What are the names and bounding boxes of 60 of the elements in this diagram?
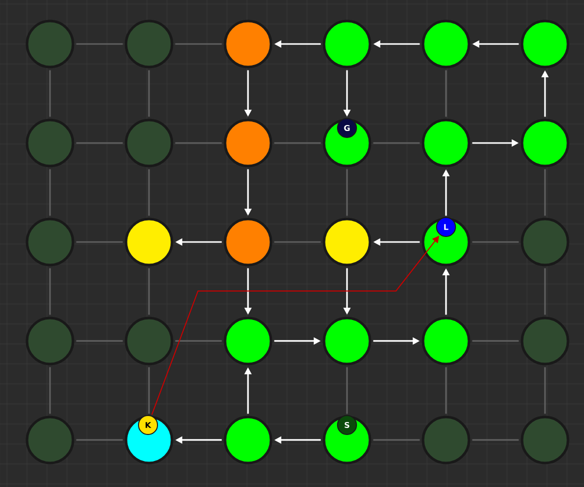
grid-circle xyxy=(520,316,570,366)
grid-circle xyxy=(224,316,272,366)
connector-line xyxy=(544,169,546,216)
grid-circle xyxy=(26,416,74,464)
grid-circle xyxy=(224,20,272,68)
connector-line xyxy=(49,169,51,216)
connector-line xyxy=(544,367,546,414)
connector-line xyxy=(175,43,222,45)
grid-circle xyxy=(322,218,372,266)
connector-line xyxy=(148,70,150,117)
connector-line xyxy=(373,142,420,144)
grid-circle xyxy=(26,20,74,68)
grid-circle xyxy=(322,20,372,68)
connector-line xyxy=(76,340,123,342)
connector-line xyxy=(175,340,222,342)
grid-circle xyxy=(124,218,174,266)
letter-badge: L xyxy=(436,217,456,237)
grid-circle xyxy=(422,118,470,168)
connector-line xyxy=(49,268,51,315)
grid-circle xyxy=(520,118,570,168)
grid-circle xyxy=(224,118,272,168)
letter-badge: K xyxy=(138,414,158,435)
grid-circle xyxy=(26,218,74,266)
grid-circle xyxy=(26,316,74,366)
connector-line xyxy=(76,142,123,144)
connector-line xyxy=(148,169,150,216)
connector-line xyxy=(175,142,222,144)
connector-line xyxy=(274,241,321,243)
grid-circle xyxy=(124,118,174,168)
connector-line xyxy=(346,367,348,414)
letter-badge: S xyxy=(337,414,357,435)
connector-line xyxy=(148,367,150,414)
letter-badge: G xyxy=(337,118,357,138)
grid-circle xyxy=(520,218,570,266)
grid-circle xyxy=(422,316,470,366)
grid-circle xyxy=(520,416,570,464)
connector-line xyxy=(472,340,519,342)
connector-line xyxy=(49,367,51,414)
connector-line xyxy=(76,241,123,243)
grid-circle xyxy=(124,20,174,68)
grid-circle xyxy=(224,218,272,266)
connector-line xyxy=(76,43,123,45)
connector-line xyxy=(373,439,420,441)
grid-circle xyxy=(422,20,470,68)
grid-circle xyxy=(520,20,570,68)
connector-line xyxy=(544,268,546,315)
connector-line xyxy=(274,142,321,144)
connector-line xyxy=(76,439,123,441)
grid-circle xyxy=(422,416,470,464)
connector-line xyxy=(445,70,447,117)
connector-line xyxy=(472,439,519,441)
grid-circle xyxy=(322,316,372,366)
connector-line xyxy=(148,268,150,315)
grid-circle xyxy=(26,118,74,168)
connector-line xyxy=(472,241,519,243)
connector-line xyxy=(346,169,348,216)
connector-line xyxy=(49,70,51,117)
grid-circle xyxy=(224,416,272,464)
grid-circle xyxy=(124,316,174,366)
connector-line xyxy=(445,367,447,414)
